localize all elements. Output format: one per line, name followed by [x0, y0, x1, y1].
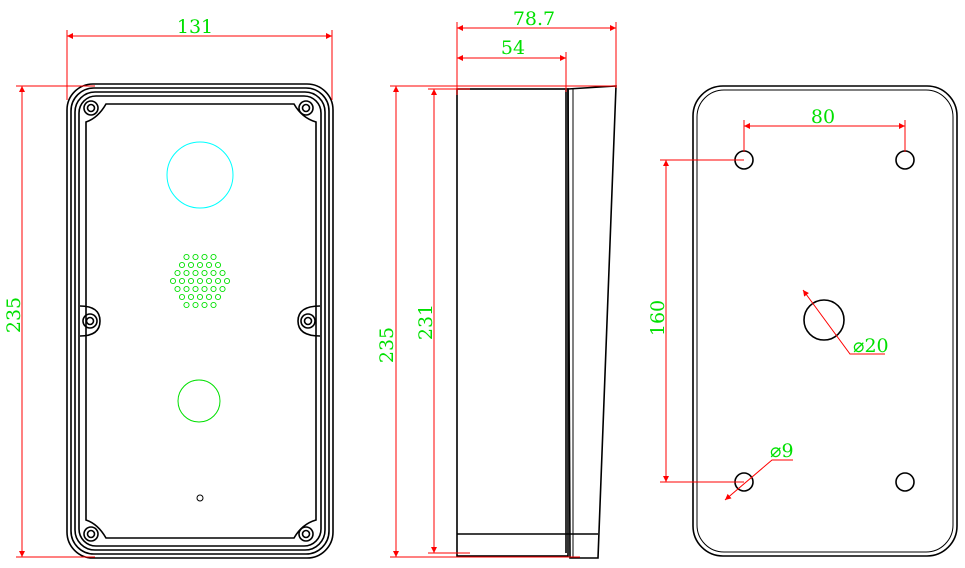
hole-spacing-x-label: 80 — [811, 106, 835, 128]
speaker-hole — [183, 301, 190, 309]
speaker-hole — [183, 285, 190, 293]
front-outline-2 — [70, 87, 330, 555]
speaker-hole — [201, 253, 208, 261]
speaker-hole — [210, 285, 217, 293]
speaker-hole — [187, 277, 195, 285]
speaker-hole — [187, 261, 195, 269]
speaker-hole — [201, 301, 208, 309]
microphone-hole — [196, 494, 204, 502]
speaker-hole — [187, 293, 195, 301]
speaker-hole — [183, 253, 190, 261]
back-outer-outline — [692, 85, 958, 557]
side-body — [456, 88, 569, 557]
speaker-hole — [192, 301, 199, 309]
speaker-grille — [169, 253, 231, 309]
speaker-hole — [169, 277, 177, 285]
speaker-hole — [201, 269, 208, 277]
speaker-hole — [210, 301, 217, 309]
speaker-hole — [192, 269, 199, 277]
side-view: 78.7 54 235 231 — [376, 8, 617, 559]
back-view: 80 160 ⌀20 ⌀9 — [647, 85, 958, 557]
mount-hole — [895, 472, 915, 492]
speaker-hole — [196, 277, 204, 285]
speaker-hole — [178, 293, 186, 301]
mount-hole-diameter-label: ⌀9 — [770, 440, 794, 462]
center-hole-diameter-label: ⌀20 — [853, 335, 889, 357]
speaker-hole — [210, 269, 217, 277]
speaker-hole — [214, 293, 222, 301]
screw-holes — [79, 100, 321, 542]
speaker-hole — [174, 269, 181, 277]
hole-spacing-y-label: 160 — [647, 300, 669, 336]
speaker-hole — [192, 253, 199, 261]
camera-lens — [166, 141, 234, 209]
front-view: 131 235 — [3, 16, 334, 559]
front-width-label: 131 — [177, 16, 213, 38]
side-depth-total-label: 78.7 — [513, 8, 555, 30]
speaker-hole — [174, 285, 181, 293]
speaker-hole — [196, 293, 204, 301]
speaker-hole — [178, 261, 186, 269]
speaker-hole — [196, 261, 204, 269]
front-outline-3 — [74, 91, 326, 551]
side-depth-body-label: 54 — [501, 37, 525, 59]
speaker-hole — [178, 277, 186, 285]
front-panel — [85, 103, 317, 539]
cable-hole — [803, 299, 845, 341]
side-hood — [567, 85, 617, 559]
speaker-hole — [214, 277, 222, 285]
mount-hole — [895, 150, 915, 170]
speaker-hole — [205, 293, 213, 301]
speaker-hole — [201, 285, 208, 293]
speaker-hole — [223, 277, 231, 285]
speaker-hole — [205, 277, 213, 285]
speaker-hole — [210, 253, 217, 261]
side-height-label: 235 — [376, 327, 398, 363]
front-outer-outline — [66, 83, 334, 559]
front-height-label: 235 — [3, 297, 25, 333]
speaker-hole — [219, 285, 226, 293]
speaker-hole — [192, 285, 199, 293]
call-button — [177, 379, 221, 423]
side-inner-height-label: 231 — [415, 304, 437, 340]
speaker-hole — [219, 269, 226, 277]
front-outline-4 — [78, 95, 322, 547]
speaker-hole — [183, 269, 190, 277]
speaker-hole — [214, 261, 222, 269]
speaker-hole — [205, 261, 213, 269]
